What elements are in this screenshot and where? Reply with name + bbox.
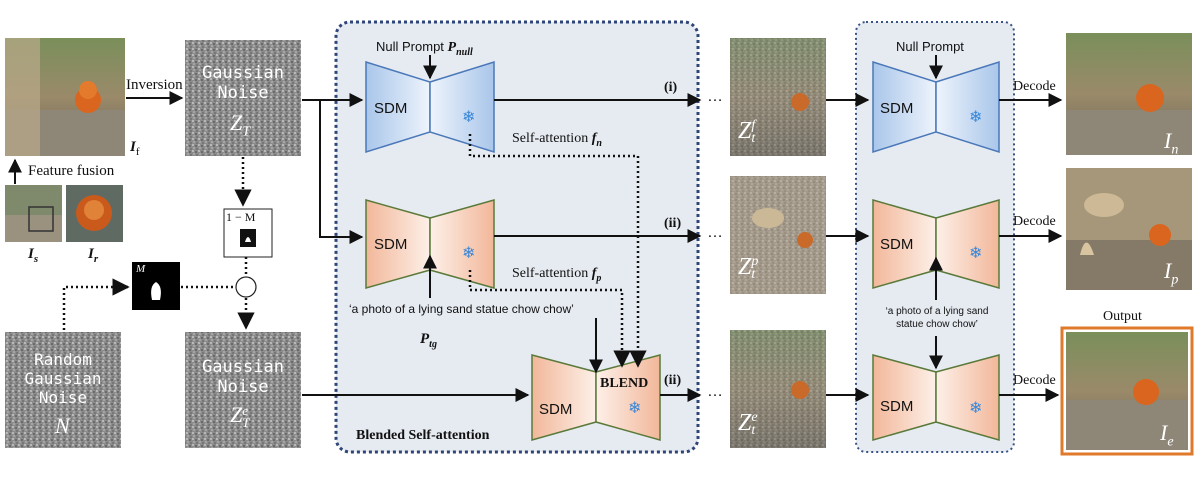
- source-image: [5, 185, 62, 242]
- random-noise-to-mask-arrow: [62, 278, 130, 330]
- sdm-null-unet: [365, 60, 495, 154]
- output-n-label: In: [1164, 128, 1179, 158]
- sdm-right-null-unet: [872, 60, 1000, 154]
- self-attention-p-arrow: [468, 270, 631, 368]
- frozen-icon: ❄: [628, 400, 641, 417]
- latent-zf-image: [730, 38, 826, 156]
- sdm-blend-unet: [531, 354, 661, 441]
- branch-i-label: (i): [664, 80, 678, 95]
- output-title: Output: [1103, 309, 1142, 324]
- decode-label: Decode: [1013, 214, 1056, 229]
- sdm-label: SDM: [880, 100, 914, 117]
- fused-image-label: If: [130, 139, 140, 158]
- sdm-label: SDM: [880, 236, 914, 253]
- sdm-label: SDM: [374, 100, 408, 117]
- target-prompt-var: Ptg: [420, 331, 437, 350]
- random-noise: [5, 332, 121, 448]
- output-image-p: [1066, 168, 1192, 290]
- inverse-mask-label: 1 − M: [226, 210, 256, 224]
- decode-label: Decode: [1013, 79, 1056, 94]
- latent-ze-image: [730, 330, 826, 448]
- right-prompt-text: ‘a photo of a lying sand statue chow cho…: [862, 305, 1012, 331]
- random-noise-text: Random Gaussian Noise: [24, 350, 102, 407]
- gaussian-noise-top: [185, 40, 301, 156]
- blended-panel-title: Blended Self-attention: [356, 428, 490, 443]
- ellipsis: …: [707, 383, 723, 400]
- ellipsis: …: [707, 224, 723, 241]
- gaussian-bottom-text: Gaussian Noise: [202, 357, 284, 397]
- mask-label: M: [136, 263, 146, 275]
- self-attention-p-label: Self-attention fp: [512, 266, 602, 284]
- reference-image: [66, 185, 123, 242]
- add-operator: [235, 276, 257, 298]
- target-prompt-text: ‘a photo of a lying sand statue chow cho…: [349, 302, 574, 316]
- mask-box: [132, 262, 180, 310]
- reference-image-label: Ir: [88, 246, 99, 265]
- noise-to-prompt-sdm-arrow: [319, 100, 364, 244]
- feature-fusion-label: Feature fusion: [28, 163, 115, 179]
- sdm-label: SDM: [880, 398, 914, 415]
- inversion-label: Inversion: [126, 77, 183, 93]
- frozen-icon: ❄: [969, 109, 982, 126]
- frozen-icon: ❄: [462, 245, 475, 262]
- sdm-label: SDM: [539, 401, 573, 418]
- inverse-mask-box: [223, 208, 273, 258]
- branch-ii-label: (ii): [664, 216, 682, 231]
- latent-zp-image: [730, 176, 826, 294]
- self-attention-n-label: Self-attention fn: [512, 131, 602, 149]
- output-e-label: Ie: [1160, 420, 1174, 450]
- gaussian-top-text: Gaussian Noise: [202, 63, 284, 103]
- random-noise-var: N: [55, 413, 70, 438]
- null-prompt-label: Null Prompt Pnull: [376, 39, 473, 58]
- sdm-prompt-unet: [365, 199, 495, 289]
- gaussian-noise-bottom: [185, 332, 301, 448]
- right-null-prompt-label: Null Prompt: [896, 39, 964, 54]
- sdm-label: SDM: [374, 236, 408, 253]
- fused-image: [5, 38, 125, 156]
- frozen-icon: ❄: [969, 245, 982, 262]
- frozen-icon: ❄: [462, 109, 475, 126]
- decode-label: Decode: [1013, 373, 1056, 388]
- frozen-icon: ❄: [969, 400, 982, 417]
- ellipsis: …: [707, 88, 723, 105]
- gaussian-top-var: ZT: [230, 110, 251, 140]
- blend-label: BLEND: [600, 376, 649, 391]
- output-image-n: [1066, 33, 1192, 155]
- branch-ii-blend-label: (ii): [664, 373, 682, 388]
- output-image-e: [1060, 326, 1194, 456]
- self-attention-n-arrow: [468, 134, 647, 368]
- sdm-right-blend-unet: [872, 354, 1000, 441]
- source-image-label: Is: [28, 246, 39, 265]
- output-p-label: Ip: [1164, 258, 1179, 288]
